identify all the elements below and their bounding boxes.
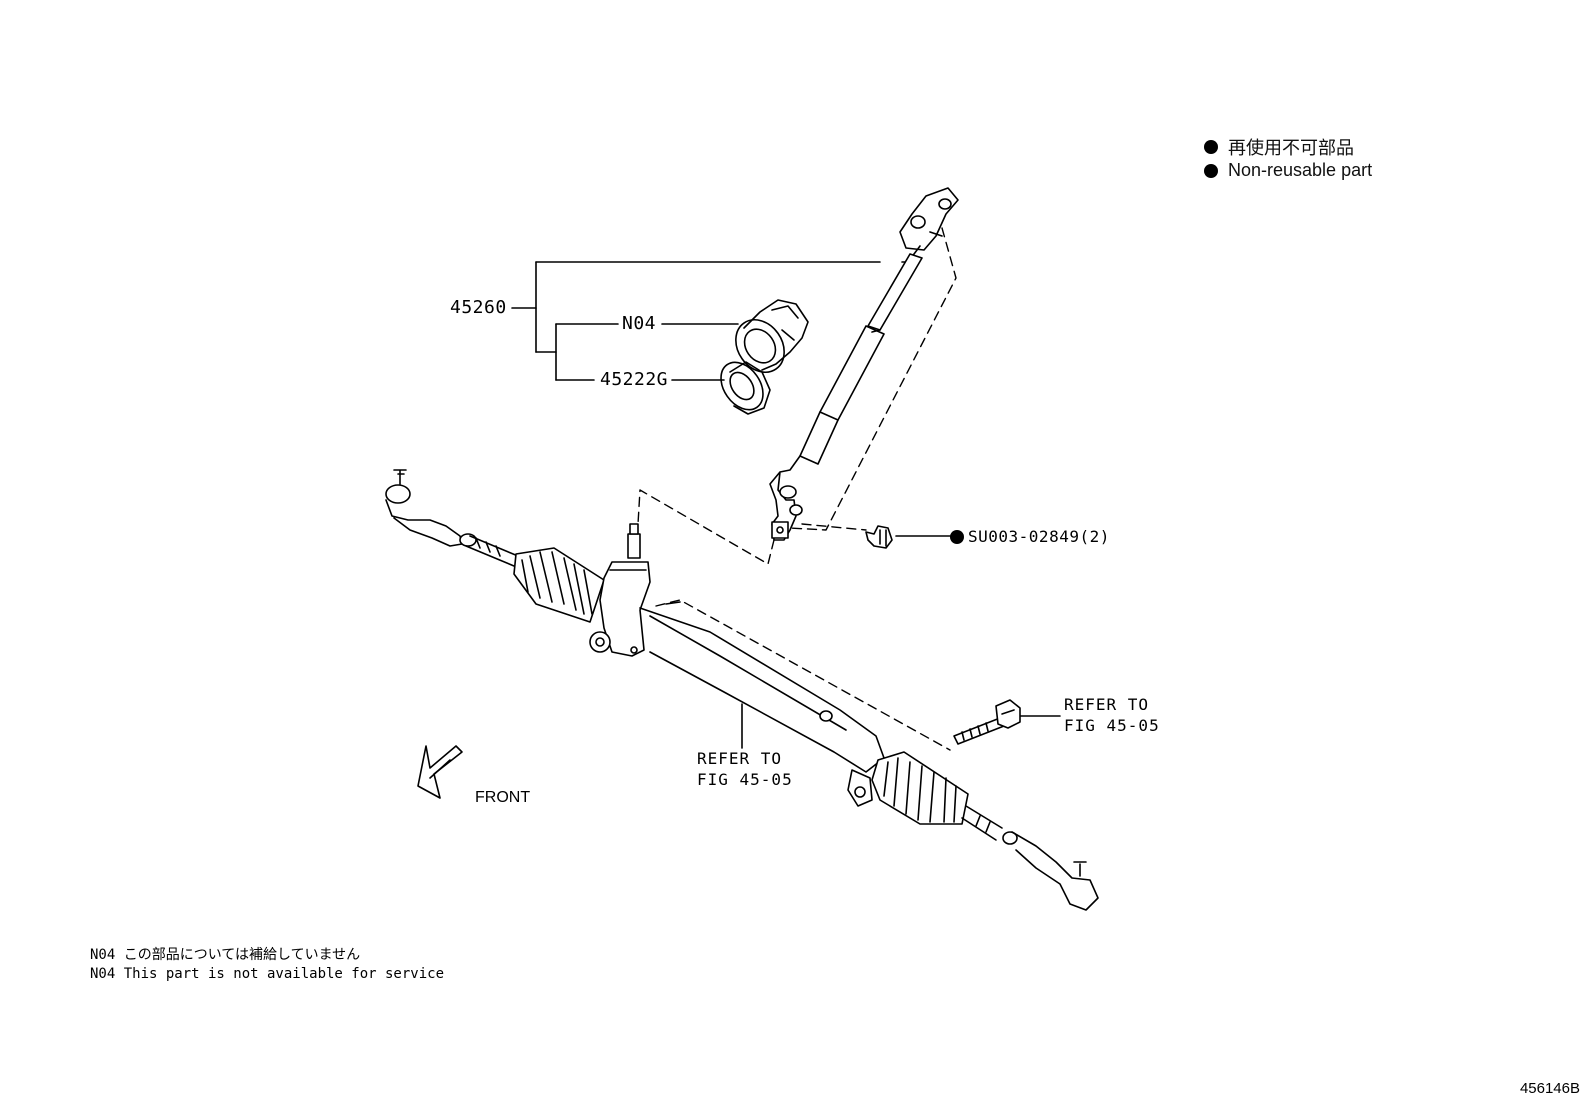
intermediate-shaft [769,187,959,541]
mount-bolt [953,699,1021,745]
note-en: N04 This part is not available for servi… [90,966,445,982]
non-reusable-dot-icon [950,530,964,544]
front-arrow-icon [417,745,463,799]
part-number-45222g: 45222G [600,369,669,390]
steering-rack [385,469,1099,911]
refer-label-bottom: REFER TO FIG 45-05 [697,748,793,790]
non-reusable-dot-icon [1204,163,1218,178]
refer-right-line1: REFER TO [1064,695,1150,714]
legend-text-jp: 再使用不可部品 [1228,138,1354,158]
dashed-lines [637,227,957,751]
part-number-45260: 45260 [450,297,507,318]
non-reusable-dot-icon [1204,140,1218,154]
legend-text-en: Non-reusable part [1228,160,1373,180]
front-label: FRONT [475,789,531,806]
seal-45222g [720,361,771,415]
refer-bottom-line1: REFER TO [697,749,783,768]
figure-number: 456146B [1519,1080,1580,1097]
refer-bottom-line2: FIG 45-05 [697,770,793,789]
legend-item-en: Non-reusable part [1204,160,1372,181]
part-number-n04: N04 [622,313,657,334]
shaft-bolt [865,525,893,549]
note-jp: N04 この部品については補給していません [90,947,361,963]
legend-item-jp: 再使用不可部品 [1204,134,1354,160]
n04-cover [735,299,809,373]
part-number-bolt: SU003-02849(2) [968,527,1110,546]
refer-right-line2: FIG 45-05 [1064,716,1160,735]
leader-lines [511,261,1061,749]
refer-label-right: REFER TO FIG 45-05 [1064,694,1160,736]
